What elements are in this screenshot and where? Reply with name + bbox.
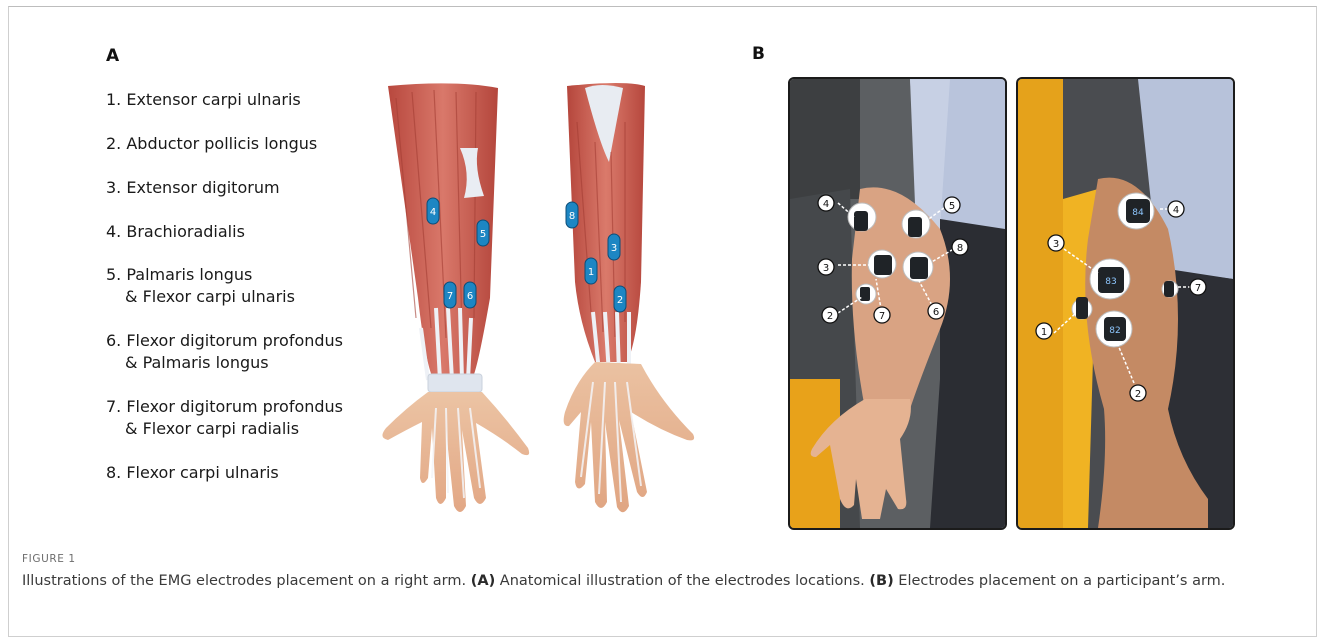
panel-b-label: B: [752, 44, 765, 64]
caption-panel-b-ref: (B): [869, 573, 893, 589]
callout-label: 1: [1041, 327, 1047, 338]
caption-panel-a-ref: (A): [471, 573, 495, 589]
caption-text-b: Electrodes placement on a participant’s …: [894, 573, 1226, 589]
electrode-marker: 1: [585, 258, 597, 284]
muscle-item-3: 3. Extensor digitorum: [106, 177, 280, 199]
photo-dorsal-drawing: 84 83 82 4 3 7 1 2: [1018, 79, 1233, 528]
electrode-marker: 3: [608, 234, 620, 260]
callout-label: 3: [1053, 239, 1059, 250]
marker-label: 2: [617, 295, 623, 306]
panel-a-label: A: [106, 46, 119, 66]
callout-label: 4: [823, 199, 829, 210]
muscle-label: 2. Abductor pollicis longus: [106, 134, 317, 153]
marker-label: 8: [569, 211, 575, 222]
electrode-code: 82: [1109, 326, 1120, 336]
electrode-marker: 4: [427, 198, 439, 224]
photo-dorsal: 84 83 82 4 3 7 1 2: [1016, 77, 1235, 530]
photo-palm-up-drawing: 4 5 3 8 2 7 6: [790, 79, 1005, 528]
figure-label: FIGURE 1: [22, 553, 76, 565]
callout-label: 2: [827, 311, 833, 322]
marker-label: 1: [588, 267, 594, 278]
muscle-label-cont: & Flexor carpi radialis: [106, 418, 343, 440]
muscle-item-1: 1. Extensor carpi ulnaris: [106, 89, 301, 111]
muscle-item-6: 6. Flexor digitorum profondus & Palmaris…: [106, 330, 343, 374]
photo-palm-up: 4 5 3 8 2 7 6: [788, 77, 1007, 530]
muscle-label: 1. Extensor carpi ulnaris: [106, 90, 301, 109]
muscle-item-5: 5. Palmaris longus & Flexor carpi ulnari…: [106, 264, 295, 308]
callout-label: 4: [1173, 205, 1179, 216]
marker-label: 6: [467, 291, 473, 302]
electrode-marker: 8: [566, 202, 578, 228]
callout-label: 3: [823, 263, 829, 274]
muscle-item-4: 4. Brachioradialis: [106, 221, 245, 243]
electrode-marker: 5: [477, 220, 489, 246]
callout-label: 2: [1135, 389, 1141, 400]
muscle-label: 4. Brachioradialis: [106, 222, 245, 241]
muscle-label: 3. Extensor digitorum: [106, 178, 280, 197]
muscle-label: 6. Flexor digitorum profondus: [106, 330, 343, 352]
muscle-item-7: 7. Flexor digitorum profondus & Flexor c…: [106, 396, 343, 440]
callout-label: 7: [1195, 283, 1201, 294]
muscle-label-cont: & Flexor carpi ulnaris: [106, 286, 295, 308]
marker-label: 7: [447, 291, 453, 302]
muscle-label: 7. Flexor digitorum profondus: [106, 396, 343, 418]
marker-label: 4: [430, 207, 436, 218]
electrode-marker: 7: [444, 282, 456, 308]
electrode-marker: 2: [614, 286, 626, 312]
marker-label: 3: [611, 243, 617, 254]
muscle-label: 8. Flexor carpi ulnaris: [106, 463, 279, 482]
callout-label: 8: [957, 243, 963, 254]
muscle-item-2: 2. Abductor pollicis longus: [106, 133, 317, 155]
caption-text: Illustrations of the EMG electrodes plac…: [22, 573, 471, 589]
electrode-marker: 6: [464, 282, 476, 308]
electrode-code: 84: [1132, 208, 1144, 218]
callout-label: 7: [879, 311, 885, 322]
callout-label: 5: [949, 201, 955, 212]
muscle-label-cont: & Palmaris longus: [106, 352, 343, 374]
muscle-label: 5. Palmaris longus: [106, 264, 295, 286]
muscle-item-8: 8. Flexor carpi ulnaris: [106, 462, 279, 484]
marker-label: 5: [480, 229, 486, 240]
caption-text-a: Anatomical illustration of the electrode…: [495, 573, 869, 589]
electrode-code: 83: [1105, 277, 1116, 287]
callout-label: 6: [933, 307, 939, 318]
figure-caption: Illustrations of the EMG electrodes plac…: [22, 570, 1292, 592]
anatomy-markers: 4 5 7 6 8 3 1 2: [376, 78, 736, 548]
